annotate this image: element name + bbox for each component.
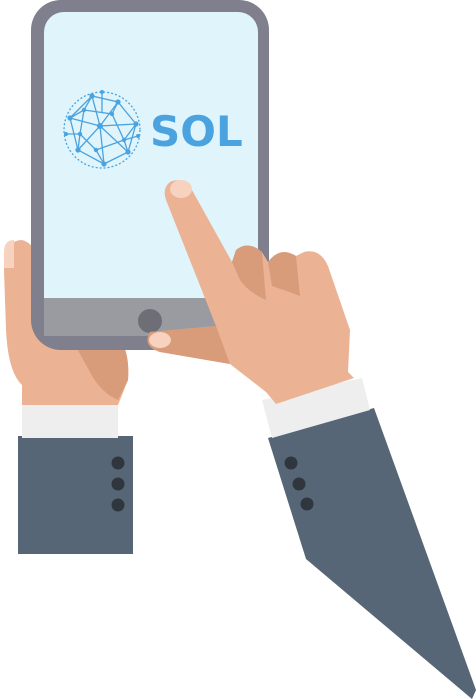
home-button-icon[interactable] — [138, 309, 162, 333]
sleeve-button — [284, 456, 298, 470]
logo: SOL — [63, 90, 243, 169]
right-hand — [147, 180, 354, 404]
sleeve-button — [292, 477, 306, 491]
left-sleeve — [18, 436, 133, 554]
logo-text: SOL — [150, 107, 243, 156]
right-sleeve — [268, 408, 476, 699]
thumbnail — [149, 332, 171, 348]
sleeve-button — [300, 497, 314, 511]
left-shirt-cuff — [22, 402, 118, 438]
sleeve-button — [111, 456, 125, 470]
sleeve-button — [111, 477, 125, 491]
right-shirt-cuff — [262, 378, 370, 438]
sleeve-button — [111, 498, 125, 512]
network-globe-icon — [63, 91, 141, 169]
globe-nodes — [64, 90, 140, 167]
fingernail — [170, 180, 192, 198]
